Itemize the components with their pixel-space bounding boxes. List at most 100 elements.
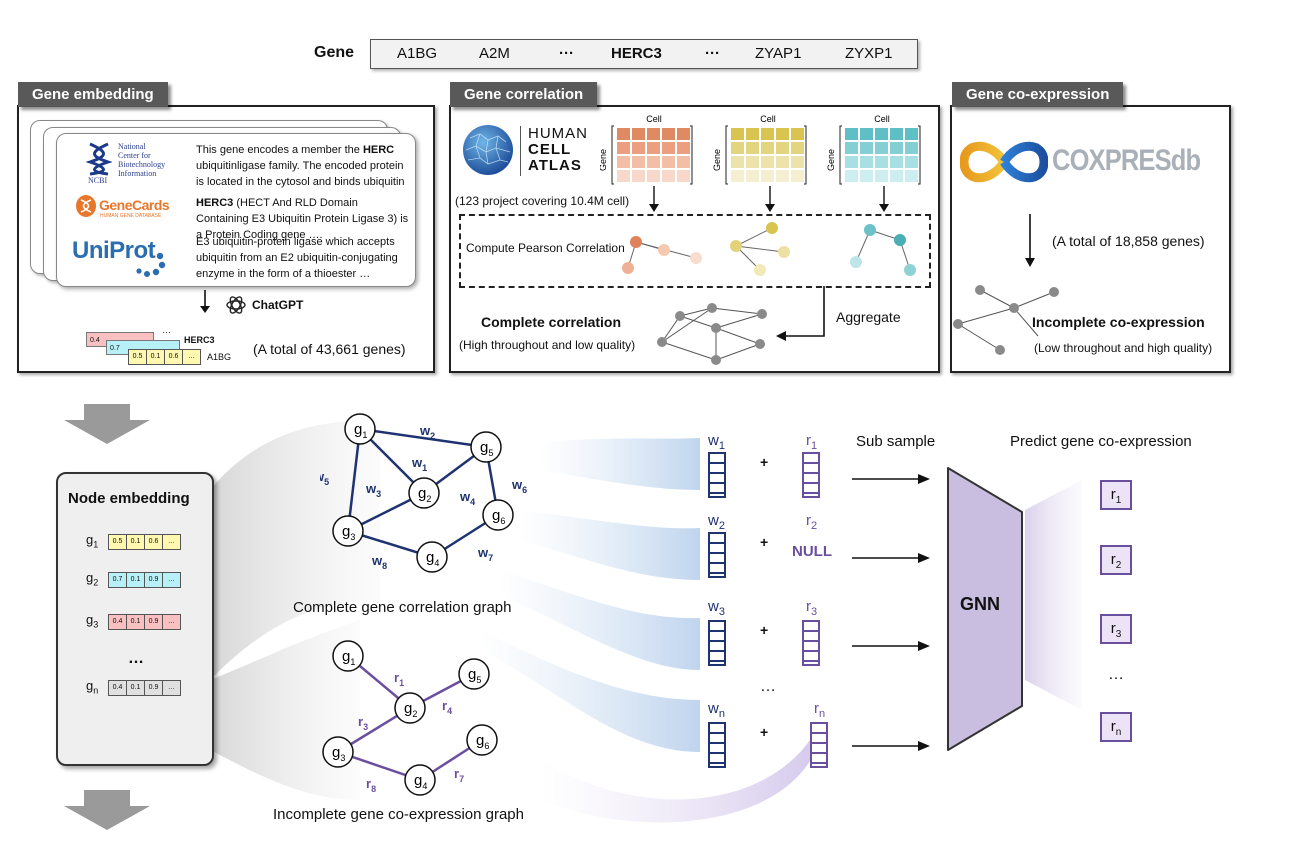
heatmap-gene-label: Gene bbox=[600, 149, 608, 171]
heatmap-cell bbox=[791, 142, 804, 154]
heatmap-cell bbox=[746, 142, 759, 154]
heatmap-cell bbox=[617, 142, 630, 154]
down-block-arrow-icon-top bbox=[64, 404, 150, 444]
edge-weight-label: w6 bbox=[511, 477, 527, 495]
weight-vector-label: w2 bbox=[708, 512, 725, 532]
node-label: gn bbox=[86, 678, 99, 696]
heatmap-cell bbox=[632, 156, 645, 168]
heatmap-cell bbox=[731, 170, 744, 182]
pearson-text: Compute Pearson Correlation bbox=[466, 241, 625, 255]
right-arrow-icon bbox=[852, 553, 930, 563]
right-arrow-icon bbox=[852, 474, 930, 484]
embedding-cell: 0.1 bbox=[126, 680, 145, 696]
residual-vector-label: r3 bbox=[806, 598, 818, 618]
heatmap-cell bbox=[776, 170, 789, 182]
edge-weight-label: w8 bbox=[371, 553, 387, 571]
complete-correlation-graph: g1g5g2g3g6g4w2w1w5w3w4w6w8w7 bbox=[320, 413, 527, 573]
vec-cell: 0.6 bbox=[164, 349, 183, 365]
heatmap-cell bbox=[677, 142, 690, 154]
edge-label: r3 bbox=[358, 714, 368, 732]
aggregate-arrow-icon bbox=[776, 286, 825, 341]
graph-node bbox=[332, 515, 364, 547]
incomplete-coexpression-label: Incomplete co-expression bbox=[1032, 314, 1205, 330]
chatgpt-icon bbox=[226, 296, 246, 314]
genecards-description: HERC3 (HECT And RLD Domain Containing E3… bbox=[196, 197, 409, 241]
heatmap-cell bbox=[890, 128, 903, 140]
heatmap-cell bbox=[776, 128, 789, 140]
uniprot-logo-text: UniProt bbox=[72, 237, 156, 264]
heatmap-cell bbox=[617, 170, 630, 182]
heatmap-cell bbox=[617, 156, 630, 168]
heatmap-cell bbox=[890, 156, 903, 168]
heatmap-cell bbox=[761, 170, 774, 182]
heatmap-cell bbox=[662, 170, 675, 182]
heatmap-cell bbox=[905, 170, 918, 182]
heatmap-cell bbox=[746, 170, 759, 182]
embedding-cell: 0.4 bbox=[108, 614, 127, 630]
output-ellipsis: … bbox=[1108, 666, 1124, 683]
residual-vector-label: r1 bbox=[806, 432, 818, 452]
predict-label: Predict gene co-expression bbox=[1010, 433, 1192, 450]
plus-sign: + bbox=[760, 454, 769, 470]
embedding-cell: 0.9 bbox=[144, 680, 163, 696]
heatmap-cell bbox=[845, 156, 858, 168]
edge-weight-label: w1 bbox=[411, 455, 427, 473]
residual-vector-label: rn bbox=[814, 700, 826, 720]
card-front bbox=[56, 133, 416, 287]
mini-graphs bbox=[622, 222, 916, 276]
heatmap-cell bbox=[860, 170, 873, 182]
graph-node bbox=[470, 431, 502, 463]
embedding-cell: 0.1 bbox=[126, 534, 145, 550]
weight-vector-label: w1 bbox=[708, 432, 725, 452]
uniprot-description: E3 ubiquitin-protein ligase which accept… bbox=[196, 236, 398, 280]
correlation-quality-label: (High throughout and low quality) bbox=[459, 338, 636, 352]
node-label: g1 bbox=[86, 532, 99, 550]
ncbi-description: This gene encodes a member the HERC ubiq… bbox=[196, 144, 405, 204]
heatmap-cell bbox=[776, 156, 789, 168]
heatmap-gene-label: Gene bbox=[712, 149, 722, 171]
gnn-block bbox=[947, 467, 1023, 751]
aggregate-label: Aggregate bbox=[836, 309, 901, 325]
coxpresdb-logo-text: COXPRESdb bbox=[1052, 144, 1201, 177]
plus-sign: + bbox=[760, 724, 769, 740]
weight-vector bbox=[708, 722, 726, 768]
graph-node bbox=[404, 764, 436, 796]
embedding-cell: 0.1 bbox=[126, 614, 145, 630]
pipeline-ellipsis: … bbox=[760, 678, 776, 695]
right-arrow-icon bbox=[852, 741, 930, 751]
complete-graph-caption: Complete gene correlation graph bbox=[293, 599, 512, 616]
heatmap-cell bbox=[746, 128, 759, 140]
heatmap-cell bbox=[791, 170, 804, 182]
heatmap-cell bbox=[647, 170, 660, 182]
complete-correlation-graph-icon bbox=[657, 303, 767, 365]
edge-weight-label: w7 bbox=[477, 545, 493, 563]
edge-weight-label: w3 bbox=[365, 481, 381, 499]
gene-dots-2: ··· bbox=[705, 45, 720, 62]
down-arrow-icon bbox=[200, 290, 210, 313]
heatmap-cell bbox=[860, 142, 873, 154]
vec-cell: 0.1 bbox=[146, 349, 165, 365]
pearson-dashed-box bbox=[459, 214, 931, 288]
weight-vector bbox=[708, 532, 726, 578]
graph-node bbox=[408, 477, 440, 509]
ncbi-helix-icon bbox=[86, 142, 112, 176]
prediction-output: r2 bbox=[1100, 545, 1132, 575]
gnn-label: GNN bbox=[960, 594, 1000, 614]
edge-label: r7 bbox=[454, 766, 464, 784]
weight-vector-label: w3 bbox=[708, 598, 725, 618]
residual-vector bbox=[802, 452, 820, 498]
embedding-total: (A total of 43,661 genes) bbox=[253, 341, 406, 357]
embedding-cell: 0.6 bbox=[144, 534, 163, 550]
residual-vector bbox=[810, 722, 828, 768]
embedding-cell: 0.4 bbox=[108, 680, 127, 696]
vector-yellow: 0.5 0.1 0.6 … bbox=[128, 349, 201, 365]
vec-cell: … bbox=[182, 349, 201, 365]
edge-label: r1 bbox=[394, 670, 404, 688]
